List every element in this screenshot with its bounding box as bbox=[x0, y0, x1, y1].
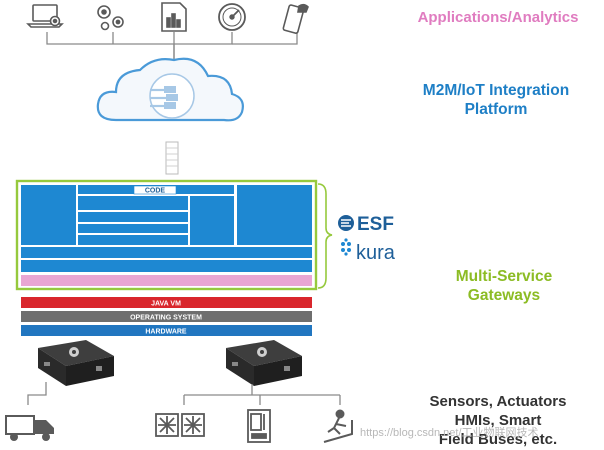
gauge-icon bbox=[218, 3, 246, 31]
sensors-label: Sensors, Actuators HMIs, Smart Field Bus… bbox=[398, 392, 598, 449]
platform-label: M2M/IoT Integration Platform bbox=[398, 81, 594, 119]
report-document-icon bbox=[161, 2, 187, 32]
cloud-icon bbox=[96, 57, 244, 122]
platform-label-line2: Platform bbox=[464, 101, 528, 118]
sensors-label-line1: Sensors, Actuators bbox=[429, 393, 567, 410]
hardware-bar bbox=[21, 325, 312, 336]
operating-system-bar bbox=[21, 311, 312, 322]
java-vm-label: JAVA VM bbox=[151, 301, 181, 308]
bracket bbox=[317, 183, 333, 289]
applications-analytics-label: Applications/Analytics bbox=[417, 9, 579, 26]
gears-icon bbox=[97, 5, 124, 31]
device-connectors bbox=[27, 382, 341, 405]
code-label: CODE bbox=[145, 188, 166, 195]
java-vm-bar bbox=[21, 297, 312, 308]
vending-machine-icon bbox=[247, 409, 271, 443]
pink-layer bbox=[21, 275, 312, 286]
operating-system-label: OPERATING SYSTEM bbox=[130, 315, 202, 322]
gateways-label: Multi-Service Gateways bbox=[412, 267, 596, 305]
kura-text: kura bbox=[356, 242, 396, 264]
esf-logo: ESF bbox=[338, 214, 394, 235]
truck-icon bbox=[5, 415, 54, 441]
gateways-label-line2: Gateways bbox=[467, 287, 541, 304]
gateway-device-left bbox=[38, 340, 114, 386]
sensors-label-line2: HMIs, Smart bbox=[454, 412, 542, 429]
laptop-gear-icon bbox=[26, 4, 64, 28]
fans-icon bbox=[155, 413, 205, 437]
cloud-gateway-connector bbox=[165, 141, 179, 175]
kura-logo: kura bbox=[341, 238, 396, 264]
hardware-label: HARDWARE bbox=[145, 329, 187, 336]
code-tag bbox=[133, 185, 177, 195]
sensors-label-line3: Field Buses, etc. bbox=[438, 431, 558, 448]
phone-notification-icon bbox=[282, 3, 309, 34]
watermark: https://blog.csdn.net/工业物联网技术 bbox=[360, 427, 539, 439]
gateway-device-right bbox=[226, 340, 302, 386]
esf-text: ESF bbox=[357, 214, 394, 235]
platform-label-line1: M2M/IoT Integration bbox=[422, 82, 570, 99]
gateways-label-line1: Multi-Service bbox=[455, 268, 553, 285]
app-connectors bbox=[46, 32, 298, 60]
treadmill-runner-icon bbox=[323, 409, 353, 443]
